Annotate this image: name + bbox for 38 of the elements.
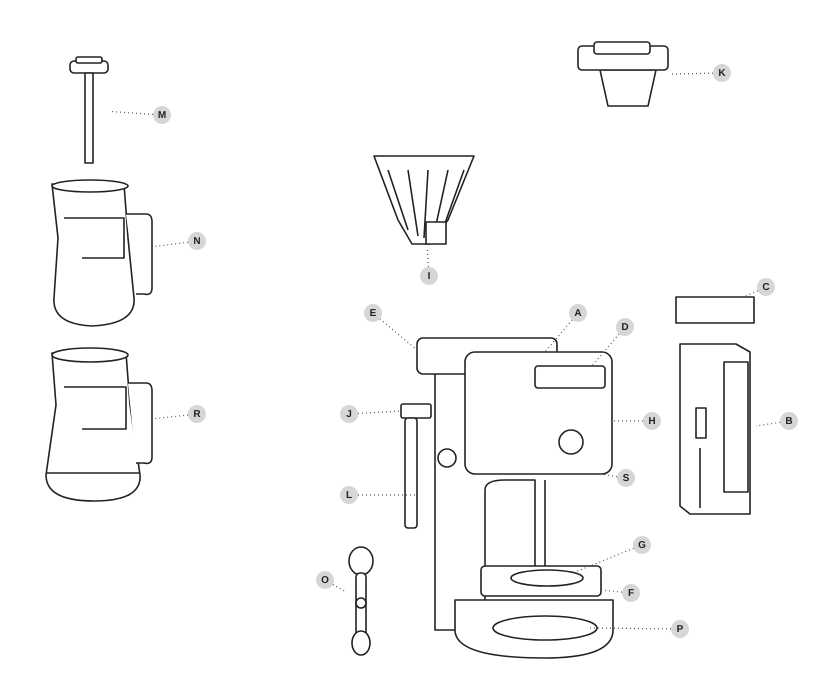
leader-line	[380, 318, 418, 350]
callout-letter: L	[340, 486, 358, 504]
callout-letter: A	[569, 304, 587, 322]
leader-line	[426, 248, 430, 268]
callout-letter: N	[188, 232, 206, 250]
callout-letter: M	[153, 106, 171, 124]
callout-letter: C	[757, 278, 775, 296]
part-drawing	[42, 345, 154, 505]
callout-letter: P	[671, 620, 689, 638]
leader-line	[592, 333, 620, 366]
leader-line	[358, 410, 402, 414]
callout-letter: D	[616, 318, 634, 336]
part-drawing	[675, 296, 755, 324]
callout-letter: F	[622, 584, 640, 602]
leader-line	[600, 473, 618, 478]
part-drawing	[345, 543, 377, 658]
callout-letter: J	[340, 405, 358, 423]
leader-line	[590, 627, 671, 630]
leader-line	[746, 290, 758, 297]
leader-line	[574, 548, 634, 573]
leader-line	[600, 589, 622, 593]
callout-letter: I	[420, 267, 438, 285]
leader-line	[154, 242, 188, 248]
callout-letter: R	[188, 405, 206, 423]
callout-letter: S	[617, 469, 635, 487]
callout-letter: B	[780, 412, 798, 430]
part-drawing	[68, 55, 110, 165]
leader-line	[110, 110, 154, 115]
leader-line	[332, 584, 346, 592]
callout-letter: E	[364, 304, 382, 322]
callout-letter: O	[316, 571, 334, 589]
callout-letter: K	[713, 64, 731, 82]
leader-line	[544, 319, 573, 352]
leader-line	[154, 414, 188, 420]
callout-letter: G	[633, 536, 651, 554]
leader-line	[756, 422, 780, 427]
callout-letter: H	[643, 412, 661, 430]
leader-line	[613, 420, 643, 422]
